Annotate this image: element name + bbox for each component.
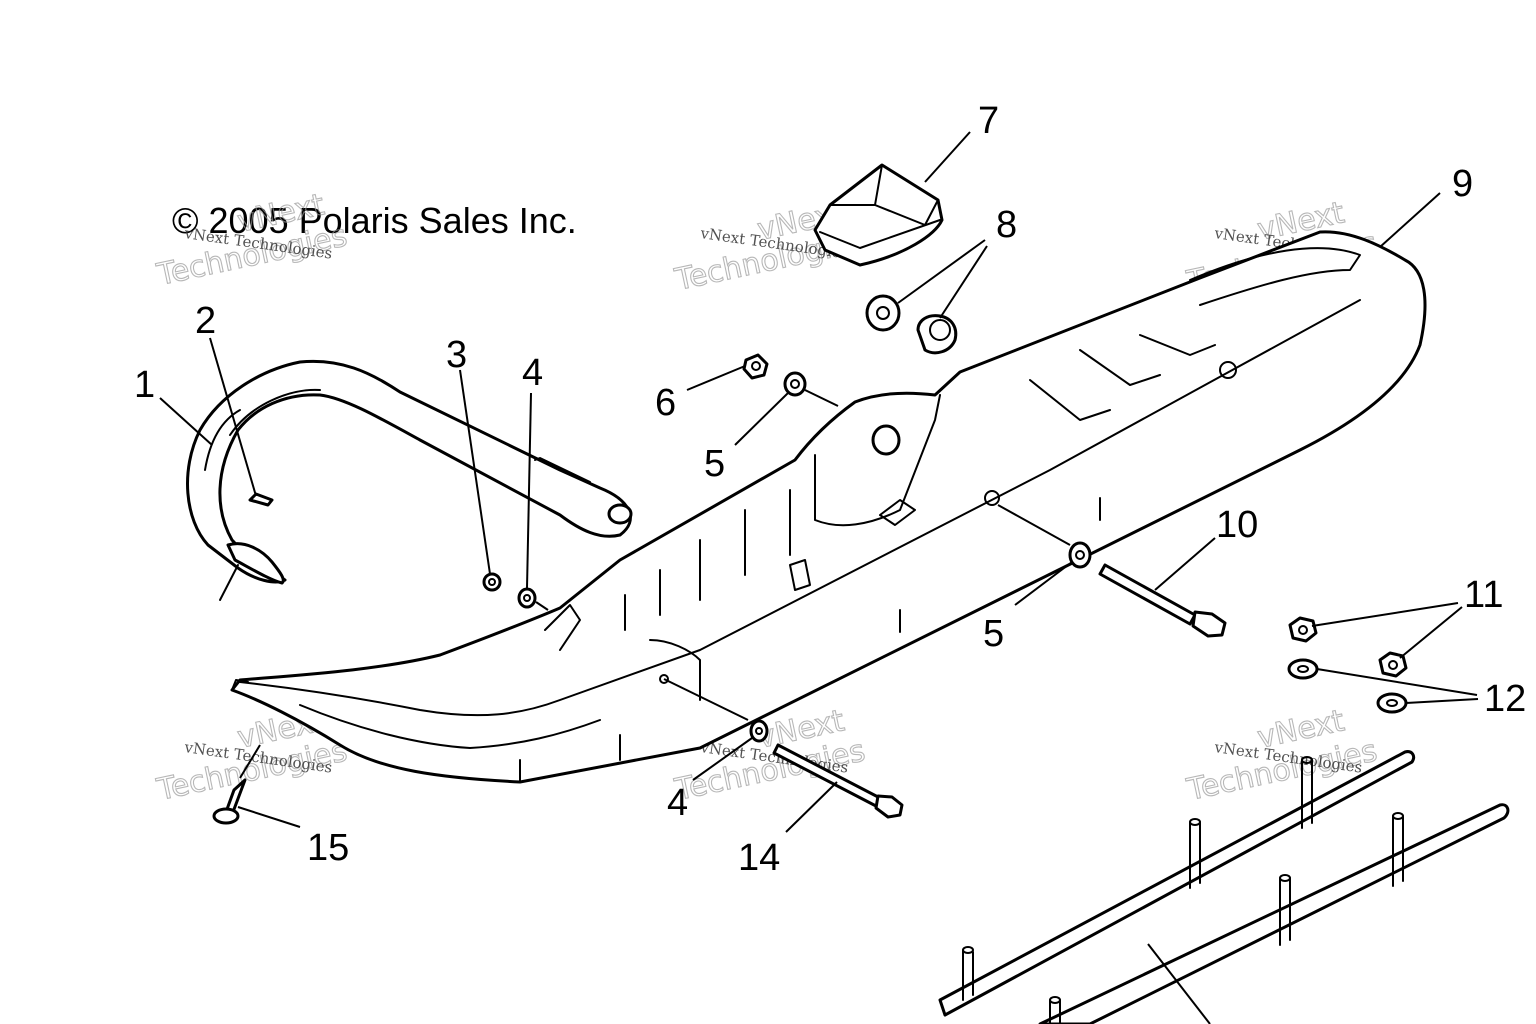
callout-5-lower: 5 [983,613,1004,655]
callout-1: 1 [134,364,155,406]
leader-15 [237,806,301,828]
leader-4-upper [526,392,532,589]
callout-2: 2 [195,300,216,342]
leader-8a [897,239,986,304]
nut-part-6 [742,353,769,380]
leader-11b [1399,606,1463,659]
callout-6: 6 [655,382,676,424]
leader-7 [924,131,971,183]
leader-15-upper [239,744,261,779]
callout-3: 3 [446,334,467,376]
washer-part-5-upper [783,371,839,407]
leader-14 [785,781,838,833]
callout-8: 8 [996,204,1017,246]
ski-body-part [230,230,1427,784]
leader-4-lower [692,737,753,781]
nut-part-3 [482,572,502,592]
leader-10 [1154,537,1216,591]
leader-12a [1316,668,1478,696]
leader-11a [1311,602,1459,627]
callout-14: 14 [738,837,780,879]
callout-labels: 1 2 3 4 4 5 5 6 7 8 9 10 11 12 14 15 [134,100,1526,879]
leader-8b [939,245,988,319]
bushing-part-8-right [916,314,958,355]
carbide-runner-part [938,750,1510,1024]
copyright-text: © 2005 Polaris Sales Inc. [172,200,577,241]
ski-handle-part [186,359,633,601]
leader-9-lower [663,678,749,721]
callout-15: 15 [307,827,349,869]
washer-part-12-left [1287,658,1319,680]
leader-2 [209,337,257,497]
leader-lines [159,131,1479,833]
leader-5-lower [1014,561,1073,606]
callout-9: 9 [1452,163,1473,205]
leader-6 [686,365,746,391]
nut-part-11-right [1378,651,1408,678]
bushing-part-8-left [865,294,901,332]
washer-part-5-lower [997,504,1092,569]
wear-pad-part [813,163,944,267]
washer-part-4-upper [517,587,549,611]
leader-3 [459,369,491,575]
callout-11: 11 [1464,574,1503,616]
callout-12: 12 [1484,678,1526,720]
bolt-part-14 [772,743,904,819]
callout-10: 10 [1216,504,1258,546]
callout-5-upper: 5 [704,443,725,485]
callout-4-lower: 4 [667,782,688,824]
washer-part-12-right [1376,692,1408,714]
callout-7: 7 [978,100,999,142]
bolt-part-10 [1098,563,1227,638]
rivet-part-15 [212,778,247,825]
leader-9 [1379,192,1441,248]
leader-12b [1405,698,1479,704]
washer-part-4-lower [749,719,769,743]
handle-insert-part [226,492,285,585]
leader-5-upper [734,392,789,446]
nut-part-11-left [1288,616,1318,643]
leader-1 [159,397,213,446]
callout-4-upper: 4 [522,352,543,394]
